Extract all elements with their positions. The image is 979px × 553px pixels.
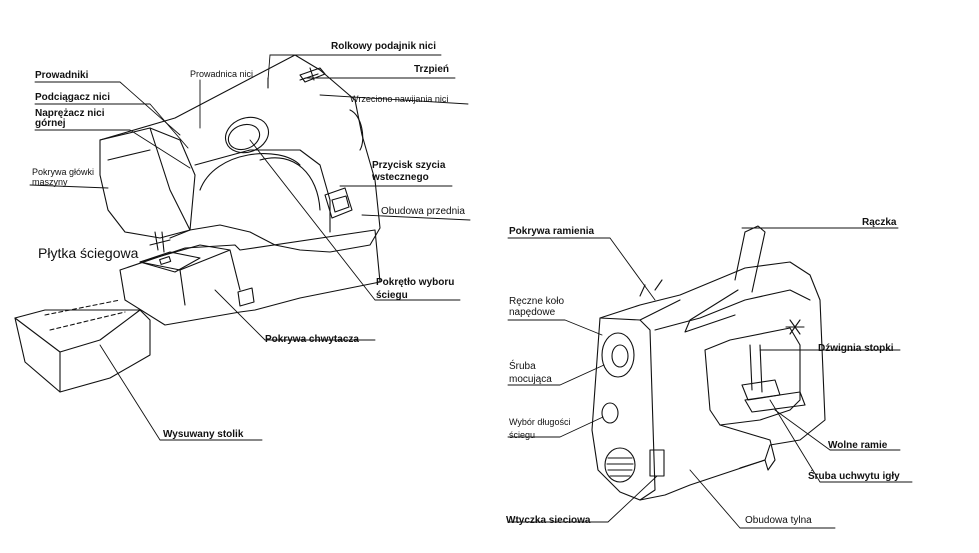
label-naprezacz-1: Naprężacz nici — [35, 108, 105, 119]
label-pokrywa-glowki-1: Pokrywa główki — [32, 167, 95, 177]
label-naprezacz-2: górnej — [35, 118, 66, 129]
label-reczne-kolo-1: Ręczne koło — [509, 296, 565, 307]
label-obudowa-tylna: Obudowa tylna — [745, 515, 812, 526]
label-wolne-ramie: Wolne ramie — [828, 440, 888, 451]
label-reczne-kolo-2: napędowe — [509, 307, 556, 318]
label-sruba-mocujaca-2: mocująca — [509, 374, 552, 385]
label-wybor-dlugosci-1: Wybór długości — [509, 417, 571, 427]
rear-view-machine — [591, 225, 826, 501]
label-sruba-mocujaca-1: Śruba — [509, 361, 536, 372]
label-sruba-uchwytu: Śruba uchwytu igły — [808, 471, 900, 482]
leader-lines-left — [29, 54, 471, 441]
label-przycisk-2: wstecznego — [372, 172, 429, 183]
label-pokrywa-glowki-2: maszyny — [32, 177, 68, 187]
label-wybor-dlugosci-2: ściegu — [509, 430, 536, 440]
label-wrzeciono: Wrzeciono nawijania nici — [350, 94, 449, 104]
label-wysuwany-stolik: Wysuwany stolik — [163, 429, 244, 440]
label-prowadnica-nici: Prowadnica nici — [190, 69, 254, 79]
label-pokrywa-ramienia: Pokrywa ramienia — [509, 226, 595, 237]
label-obudowa-przednia: Obudowa przednia — [381, 206, 465, 217]
label-przycisk-1: Przycisk szycia — [372, 160, 446, 171]
label-pokretlo-1: Pokrętło wyboru — [376, 277, 455, 288]
label-rolkowy-podajnik: Rolkowy podajnik nici — [331, 41, 437, 52]
label-wtyczka: Wtyczka sieciowa — [506, 515, 591, 526]
label-raczka: Rączka — [862, 217, 897, 228]
label-pokrywa-chwytacza: Pokrywa chwytacza — [265, 334, 359, 345]
label-prowadniki: Prowadniki — [35, 70, 89, 81]
label-plytka: Płytka ściegowa — [38, 245, 139, 261]
label-pokretlo-2: ściegu — [376, 290, 408, 301]
label-dzwignia: Dźwignia stopki — [818, 343, 894, 354]
label-podciagacz: Podciągacz nici — [35, 92, 111, 103]
label-trzpien: Trzpień — [414, 64, 450, 75]
leader-lines-right — [507, 227, 913, 529]
front-view-machine — [14, 54, 381, 393]
